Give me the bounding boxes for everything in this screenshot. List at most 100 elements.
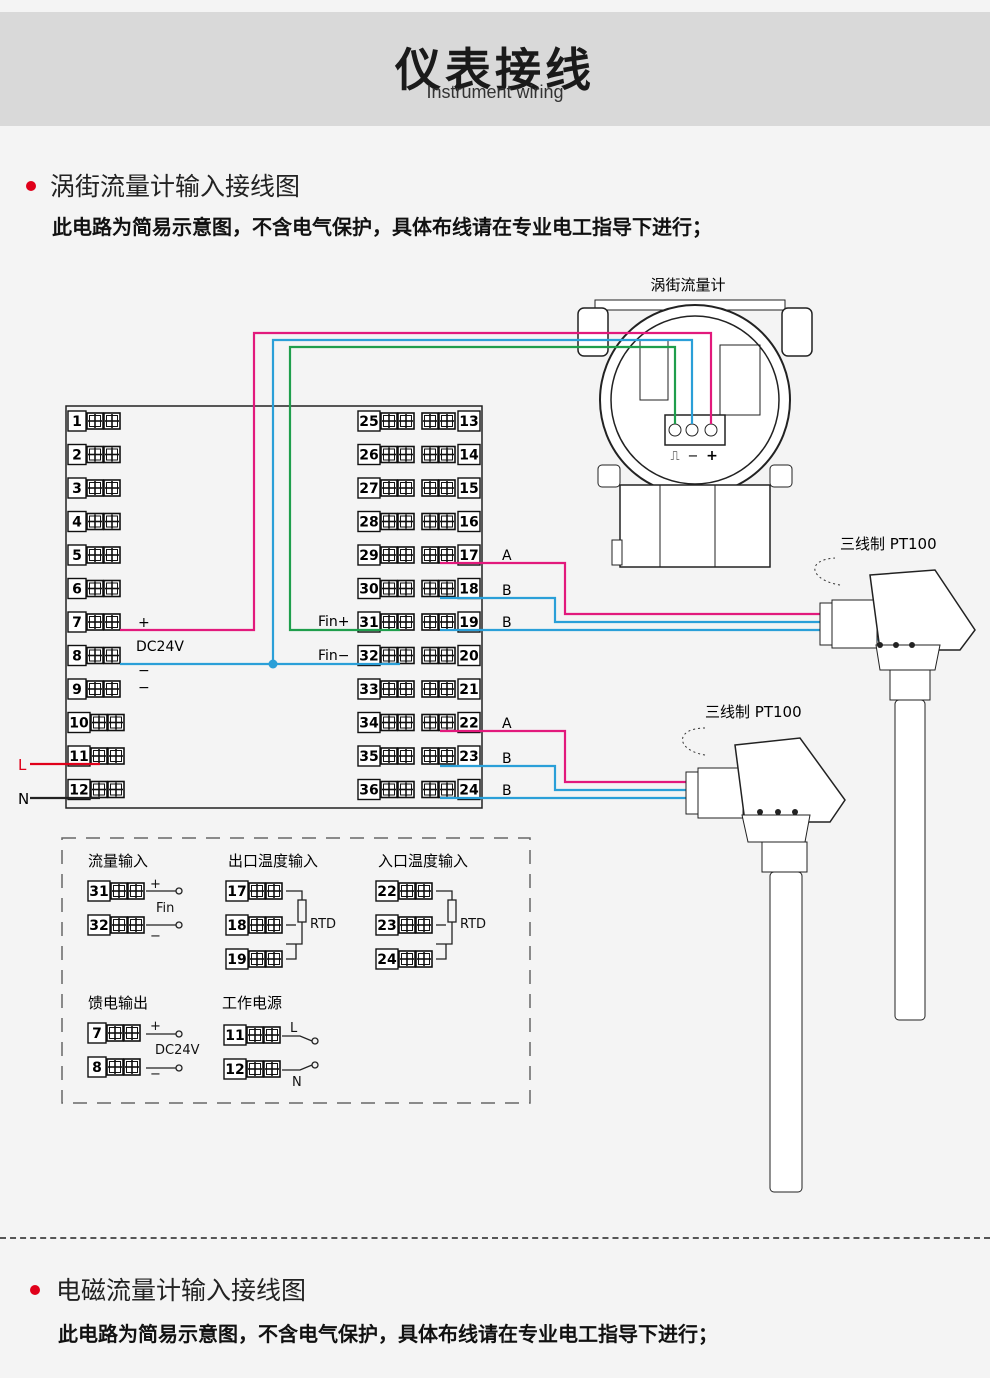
terminal-mid-28-label: 28: [359, 515, 378, 531]
legend-minus-2: −: [150, 1067, 161, 1082]
terminal-right-18-label: 18: [459, 582, 478, 598]
screw-terminal-icon: [103, 512, 121, 531]
label-B-4: B: [502, 783, 512, 799]
section-title-electromagnetic: 电磁流量计输入接线图: [56, 1276, 307, 1305]
terminal-mid-26-label: 26: [359, 448, 378, 464]
terminal-mid-33: 33: [357, 678, 415, 700]
screw-terminal-icon: [103, 412, 121, 430]
screw-terminal-icon: [438, 613, 456, 631]
screw-terminal-icon: [398, 916, 416, 934]
screw-terminal-icon: [110, 916, 128, 934]
screw-terminal-icon: [438, 445, 456, 464]
legend-terminal-18: 18: [225, 914, 283, 936]
screw-terminal-icon: [90, 747, 108, 765]
screw-terminal-icon: [380, 412, 398, 430]
section-bullet-2: [30, 1285, 40, 1295]
terminal-left-12: 12: [67, 778, 125, 801]
terminal-right-14: 14: [421, 443, 481, 466]
terminal-right-23-label: 23: [459, 749, 478, 765]
label-plus: +: [138, 615, 150, 631]
label-A-2: A: [502, 716, 512, 732]
legend-terminal-11-label: 11: [225, 1028, 244, 1044]
section-title-vortex: 涡街流量计输入接线图: [50, 172, 301, 201]
screw-terminal-icon: [438, 512, 456, 531]
legend-terminal-7-label: 7: [92, 1026, 102, 1042]
section-divider: [0, 1237, 990, 1239]
terminal-mid-36-label: 36: [359, 783, 378, 799]
terminal-left-11: 11: [67, 745, 125, 767]
terminal-right-16: 16: [421, 510, 481, 533]
screw-terminal-icon: [380, 512, 398, 531]
screw-terminal-icon: [397, 747, 415, 765]
terminal-left-9-label: 9: [72, 682, 82, 698]
pt100-label-lower: 三线制 PT100: [705, 703, 802, 721]
terminal-left-2-label: 2: [72, 448, 82, 464]
legend-terminal-19-label: 19: [227, 952, 246, 968]
terminal-mid-25: 25: [357, 410, 415, 432]
screw-terminal-icon: [248, 882, 266, 900]
legend-terminal-12-label: 12: [225, 1062, 244, 1078]
flowmeter-label: 涡街流量计: [650, 276, 725, 294]
terminal-mid-34: 34: [357, 711, 415, 734]
screw-terminal-icon: [107, 713, 125, 732]
terminal-left-7-label: 7: [72, 615, 82, 631]
screw-terminal-icon: [86, 680, 104, 698]
terminal-left-11-label: 11: [69, 749, 88, 765]
label-dc24v: DC24V: [136, 639, 184, 655]
terminal-mid-32-label: 32: [359, 649, 378, 665]
legend-terminal-12: 12: [223, 1058, 281, 1080]
screw-terminal-icon: [421, 713, 439, 732]
terminal-mid-31: 31: [357, 611, 415, 633]
screw-terminal-icon: [246, 1026, 264, 1044]
legend-plus-2: +: [150, 1019, 161, 1034]
screw-terminal-icon: [421, 445, 439, 464]
label-fin-minus: Fin−: [318, 648, 350, 664]
terminal-mid-35: 35: [357, 745, 415, 767]
screw-terminal-icon: [438, 646, 456, 665]
terminal-right-19: 19: [421, 611, 481, 633]
legend-rtd-outlet: RTD: [310, 917, 336, 932]
screw-terminal-icon: [380, 445, 398, 464]
screw-terminal-icon: [397, 680, 415, 698]
legend-rtd-inlet: RTD: [460, 917, 486, 932]
terminal-left-6: 6: [67, 577, 121, 600]
screw-terminal-icon: [86, 579, 104, 598]
screw-terminal-icon: [246, 1060, 264, 1078]
screw-terminal-icon: [107, 780, 125, 799]
terminal-mid-29-label: 29: [359, 548, 378, 564]
screw-terminal-icon: [86, 613, 104, 631]
screw-terminal-icon: [103, 445, 121, 464]
screw-terminal-icon: [110, 882, 128, 900]
terminal-mid-27: 27: [357, 477, 415, 499]
terminal-mid-31-label: 31: [359, 615, 378, 631]
legend-plus: +: [150, 877, 161, 892]
screw-terminal-icon: [438, 579, 456, 598]
screw-terminal-icon: [86, 412, 104, 430]
screw-terminal-icon: [397, 445, 415, 464]
legend-flow-input: 流量输入: [88, 852, 148, 870]
terminal-left-5: 5: [67, 544, 121, 566]
terminal-mid-34-label: 34: [359, 716, 379, 732]
terminal-right-14-label: 14: [459, 448, 479, 464]
screw-terminal-icon: [263, 1026, 281, 1044]
screw-terminal-icon: [421, 579, 439, 598]
screw-terminal-icon: [397, 613, 415, 631]
legend-N: N: [292, 1075, 302, 1090]
legend-terminal-17-label: 17: [227, 884, 246, 900]
terminal-mid-25-label: 25: [359, 414, 378, 430]
section-bullet: [26, 181, 36, 191]
screw-terminal-icon: [397, 713, 415, 732]
screw-terminal-icon: [380, 747, 398, 765]
legend-power: 工作电源: [222, 994, 282, 1012]
terminal-left-3-label: 3: [72, 481, 82, 497]
screw-terminal-icon: [398, 950, 416, 968]
terminal-mid-35-label: 35: [359, 749, 378, 765]
screw-terminal-icon: [438, 747, 456, 765]
screw-terminal-icon: [438, 680, 456, 698]
screw-terminal-icon: [107, 747, 125, 765]
legend-terminal-23: 23: [375, 914, 433, 936]
screw-terminal-icon: [86, 479, 104, 497]
screw-terminal-icon: [103, 646, 121, 665]
screw-terminal-icon: [415, 882, 433, 900]
label-minus-2: −: [138, 680, 150, 696]
